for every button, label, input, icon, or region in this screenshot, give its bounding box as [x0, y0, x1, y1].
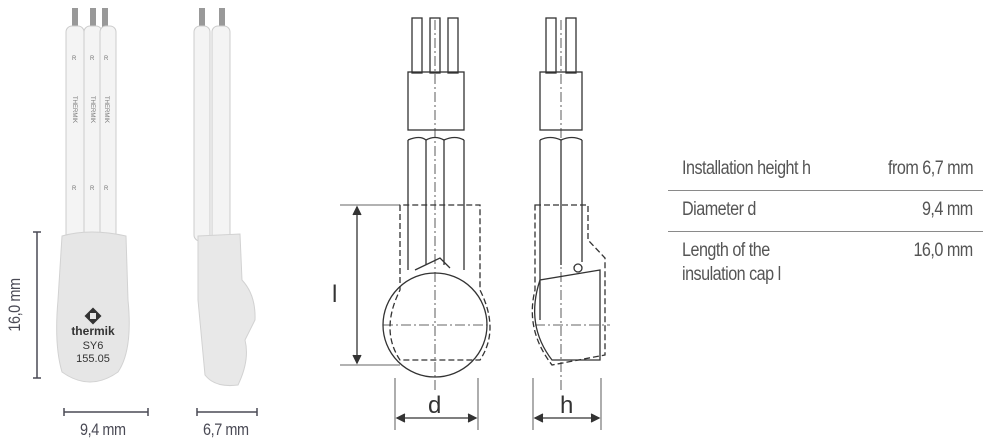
front-photo: R R R THERMIK THERMIK THERMIK R R R ther… [56, 8, 130, 383]
svg-text:THERMIK: THERMIK [71, 96, 77, 123]
spec-row-installation-height: Installation height h from 6,7 mm [668, 150, 983, 191]
svg-text:R: R [72, 186, 77, 192]
spec-value: from 6,7 mm [887, 158, 974, 179]
spec-label: Length of the insulation cap l [682, 240, 781, 285]
side-view-drawing [531, 17, 610, 430]
spec-row-diameter: Diameter d 9,4 mm [668, 191, 983, 232]
technical-drawings: l d h [332, 17, 610, 430]
height-dimension-label: 16,0 mm [5, 278, 24, 332]
svg-text:R: R [90, 186, 95, 192]
spec-row-cap-length: Length of the insulation cap l 16,0 mm [668, 232, 983, 302]
cap-brand: thermik [71, 324, 115, 338]
side-width-dimension-label: 6,7 mm [203, 420, 249, 439]
side-photo [193, 8, 256, 386]
spec-value: 16,0 mm [913, 240, 974, 261]
front-view-drawing [340, 17, 491, 430]
svg-text:R: R [104, 186, 109, 192]
wire-print: R R R THERMIK THERMIK THERMIK R R R [71, 56, 109, 192]
svg-text:THERMIK: THERMIK [89, 96, 95, 123]
height-label: h [560, 392, 573, 419]
svg-text:THERMIK: THERMIK [103, 96, 109, 123]
cap-code: 155.05 [76, 353, 110, 365]
svg-text:R: R [90, 56, 95, 62]
cap-logo-icon [84, 307, 102, 325]
svg-text:R: R [72, 56, 77, 62]
spec-label: Diameter d [682, 199, 756, 220]
length-label: l [332, 281, 337, 308]
spec-value: 9,4 mm [922, 199, 973, 220]
product-photos: R R R THERMIK THERMIK THERMIK R R R ther… [33, 8, 258, 416]
dimension-lines [33, 231, 258, 416]
svg-text:R: R [104, 56, 109, 62]
spec-label: Installation height h [682, 158, 811, 179]
diameter-label: d [428, 392, 441, 419]
cap-type: SY6 [83, 340, 104, 352]
spec-table: Installation height h from 6,7 mm Diamet… [668, 150, 983, 302]
width-dimension-label: 9,4 mm [80, 420, 126, 439]
